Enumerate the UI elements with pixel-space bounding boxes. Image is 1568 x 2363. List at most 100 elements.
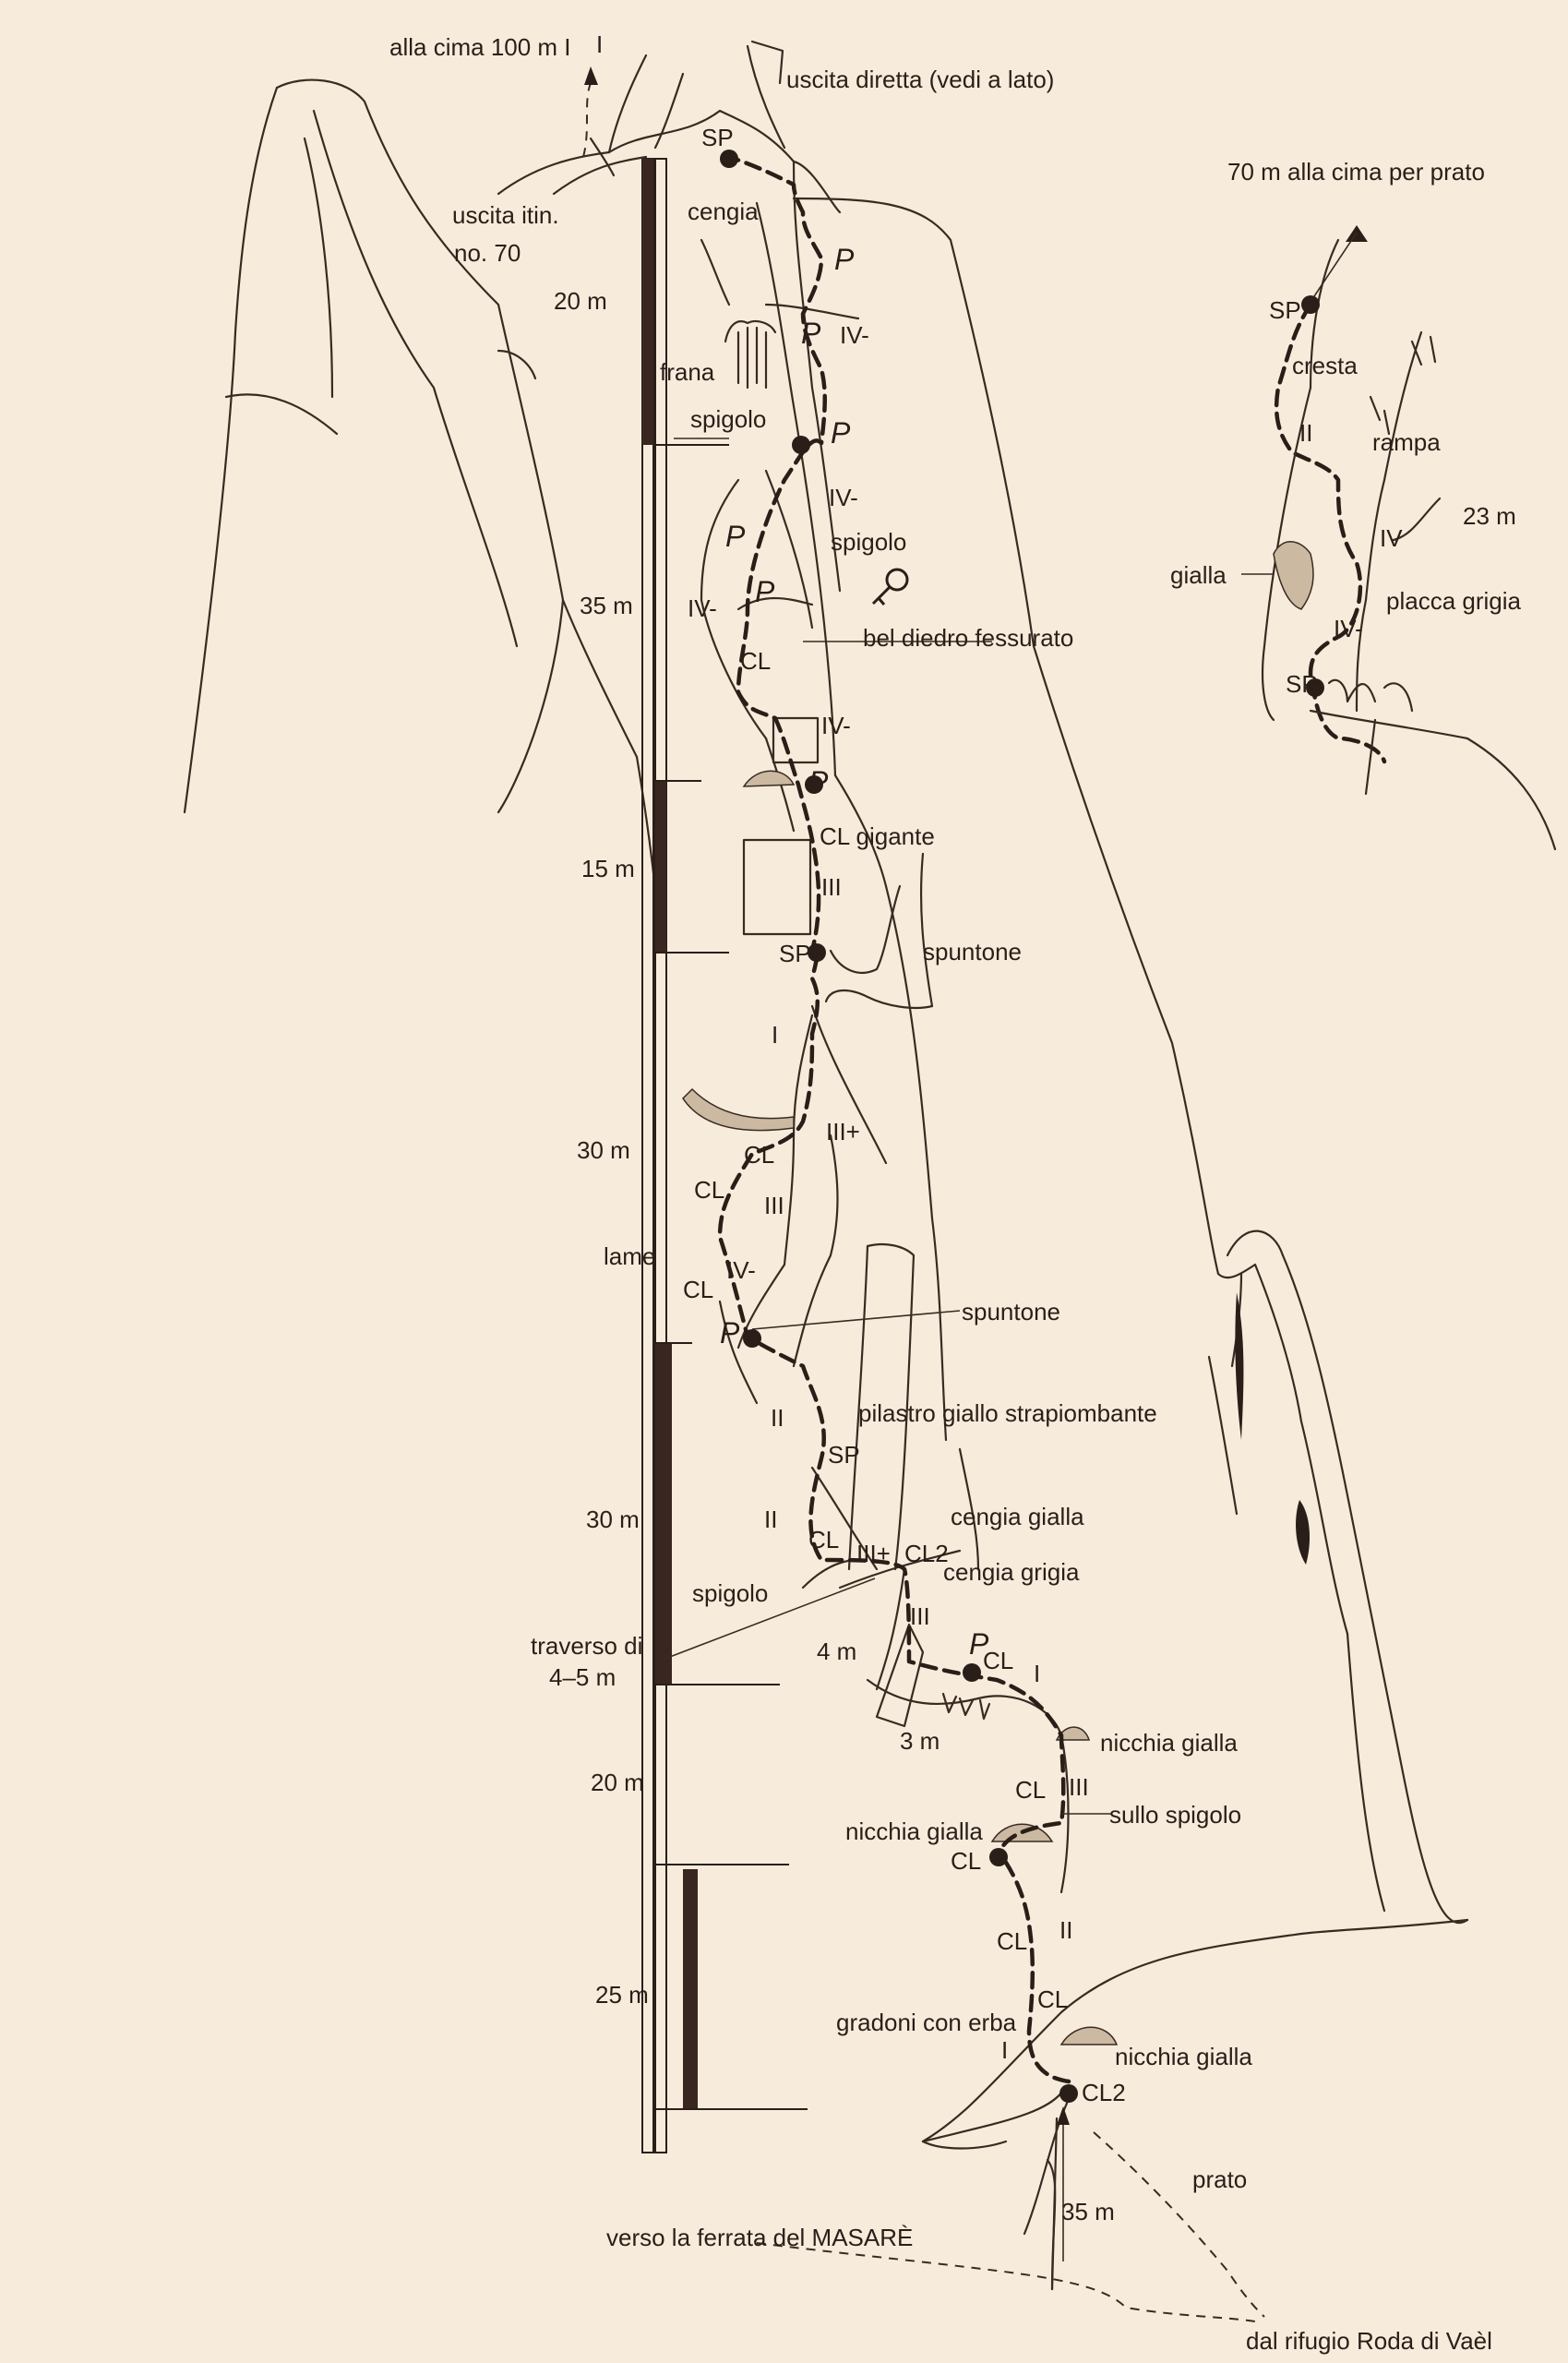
feature-label: spuntone	[923, 938, 1022, 966]
inset-label: 70 m alla cima per prato	[1227, 158, 1485, 186]
inset-label: gialla	[1170, 561, 1227, 589]
cl-label: CL	[1037, 1985, 1068, 2013]
feature-label: spigolo	[692, 1579, 768, 1607]
grade-label: I	[772, 1021, 778, 1049]
scale-label: 20 m	[554, 287, 607, 315]
inset-label: II	[1299, 419, 1312, 447]
route-line	[717, 154, 1071, 2084]
key-icon	[871, 568, 909, 606]
approach-area	[756, 2084, 1265, 2322]
feature-label: verso la ferrata del MASARÈ	[606, 2224, 913, 2251]
svg-text:P: P	[834, 243, 855, 276]
inset-label: cresta	[1292, 352, 1358, 379]
scale-label: 15 m	[581, 855, 635, 882]
belay-station	[963, 1663, 981, 1682]
itin-exit-label: uscita itin.	[452, 201, 559, 229]
feature-label: 4–5 m	[549, 1663, 616, 1691]
svg-text:P: P	[969, 1627, 989, 1661]
scale-label: 25 m	[595, 1981, 649, 2009]
cl-label: CL	[740, 647, 771, 675]
belay-station	[792, 436, 810, 454]
svg-text:P: P	[801, 317, 821, 350]
grade-label: III+	[856, 1540, 891, 1567]
feature-label: nicchia gialla	[1115, 2043, 1252, 2070]
top-exits	[552, 40, 784, 196]
feature-label: CL gigante	[820, 822, 935, 850]
grade-label: III+	[826, 1118, 860, 1146]
grade-label: IV-	[726, 1256, 756, 1284]
inset-label: IV-	[1334, 615, 1363, 642]
inset-label: SP	[1269, 296, 1301, 324]
scale-label: 30 m	[586, 1505, 640, 1533]
feature-label: gradoni con erba	[836, 2009, 1017, 2036]
feature-label: cengia	[688, 198, 759, 225]
feature-label: frana	[660, 358, 715, 386]
left-tower	[183, 78, 662, 943]
svg-text:P: P	[725, 520, 746, 553]
descent-arrows	[941, 1692, 991, 1721]
svg-text:P: P	[831, 416, 851, 450]
belay-station	[1301, 295, 1320, 314]
overhang-mark	[1059, 2026, 1119, 2045]
cl-label: CL2	[904, 1540, 949, 1567]
feature-label: bel diedro fessurato	[863, 624, 1073, 652]
inset-label: placca grigia	[1386, 587, 1522, 615]
feature-label: nicchia gialla	[845, 1817, 983, 1845]
scale-label: 30 m	[577, 1136, 630, 1164]
flake-box	[772, 716, 820, 764]
belay-stations	[720, 150, 1324, 2103]
svg-text:P: P	[755, 575, 775, 608]
belay-station	[989, 1848, 1008, 1866]
feature-label: 3 m	[900, 1727, 940, 1755]
grade-label: III	[1069, 1773, 1089, 1801]
belay-station	[743, 1329, 761, 1348]
frana-feature	[724, 319, 777, 390]
inset-rock	[1261, 238, 1557, 851]
cl-label: CL	[983, 1647, 1013, 1674]
feature-label: traverso di	[531, 1632, 642, 1660]
cl-label: CL	[951, 1847, 981, 1875]
scale-label: 35 m	[580, 592, 633, 619]
itin-exit-label: no. 70	[454, 239, 521, 267]
feature-label: cengia gialla	[951, 1503, 1084, 1530]
grade-label: III	[764, 1192, 784, 1219]
overhang-mark	[682, 1087, 795, 1132]
feature-label: 35 m	[1061, 2198, 1115, 2225]
feature-label: 4 m	[817, 1637, 856, 1665]
grade-label: I	[1034, 1660, 1040, 1687]
feature-label: spuntone	[962, 1298, 1060, 1325]
inset-label: IV	[1380, 524, 1403, 552]
feature-label: nicchia gialla	[1100, 1729, 1238, 1757]
grade-label: IV-	[688, 594, 717, 622]
belay-station	[1306, 678, 1324, 697]
station-label: SP	[779, 940, 811, 967]
feature-label: sullo spigolo	[1109, 1801, 1241, 1829]
inset-label: 23 m	[1463, 502, 1516, 530]
direct-exit-label: uscita diretta (vedi a lato)	[786, 66, 1054, 93]
grade-label: III	[821, 873, 842, 901]
overhang-mark	[742, 770, 796, 787]
station-label: SP	[828, 1441, 860, 1469]
fissure-mark	[1296, 1500, 1311, 1565]
feature-label: spigolo	[690, 405, 766, 433]
scale-label: 20 m	[591, 1769, 644, 1796]
belay-station	[805, 775, 823, 794]
belay-station	[720, 150, 738, 168]
feature-label: prato	[1192, 2165, 1247, 2193]
inset-label: rampa	[1372, 428, 1441, 456]
cl-label: CL	[683, 1276, 713, 1303]
inset-label: SP	[1286, 670, 1318, 698]
grade-label: IV-	[840, 321, 869, 349]
grade-label: I	[1001, 2036, 1008, 2064]
station-label: CL2	[1082, 2079, 1126, 2106]
feature-label: cengia grigia	[943, 1558, 1080, 1586]
cl-label: CL	[1015, 1776, 1046, 1804]
fissure-mark	[1235, 1292, 1244, 1440]
flake-box	[742, 838, 812, 936]
cl-label: CL	[694, 1176, 724, 1204]
grade-label: II	[1059, 1916, 1072, 1944]
feature-label: lame	[604, 1242, 655, 1270]
grade-label: III	[910, 1602, 930, 1630]
svg-text:P: P	[720, 1316, 740, 1349]
piton-marks: P P P P P P P P	[720, 243, 989, 1661]
